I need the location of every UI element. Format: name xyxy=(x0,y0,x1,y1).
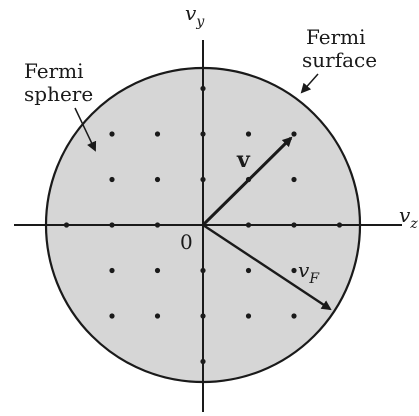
lattice-dot xyxy=(154,313,161,319)
lattice-dot xyxy=(291,131,297,137)
fermi-sphere-pointer xyxy=(74,107,97,152)
lattice-dot xyxy=(245,313,252,319)
y-axis-label-sub: y xyxy=(195,14,205,30)
lattice-dot xyxy=(109,313,115,319)
lattice-dot xyxy=(245,131,252,137)
fermi-velocity-arrow xyxy=(202,223,332,311)
lattice-dot xyxy=(291,176,297,183)
fermi-velocity-label: vF xyxy=(298,258,320,287)
lattice-dot xyxy=(245,267,252,274)
origin-label: 0 xyxy=(180,230,193,254)
velocity-vector-label: v xyxy=(236,147,251,173)
fermi-sphere-label-line1: Fermi xyxy=(24,59,84,83)
lattice-dot xyxy=(291,313,297,319)
fermi-velocity-label-main: v xyxy=(298,258,310,282)
velocity-lattice-dots xyxy=(63,85,343,365)
lattice-dot xyxy=(109,267,115,274)
lattice-dot xyxy=(291,267,297,274)
x-axis-label-main: v xyxy=(399,203,411,227)
lattice-dot xyxy=(154,176,161,183)
y-axis-label-main: v xyxy=(185,1,197,25)
lattice-dot xyxy=(109,131,115,137)
fermi-surface-label-line1: Fermi xyxy=(306,25,366,49)
fermi-sphere-label-line2: sphere xyxy=(24,82,93,106)
x-axis-label-sub: z xyxy=(409,216,418,232)
fermi-surface-label-line2: surface xyxy=(302,48,377,72)
velocity-vector-arrow xyxy=(201,136,293,227)
y-axis-label: vy xyxy=(185,1,205,30)
fermi-velocity-label-sub: F xyxy=(308,271,320,287)
lattice-dot xyxy=(154,131,161,137)
lattice-dot xyxy=(154,267,161,274)
x-axis-label: vz xyxy=(399,203,418,232)
lattice-dot xyxy=(109,176,115,183)
fermi-surface-pointer xyxy=(300,73,319,94)
